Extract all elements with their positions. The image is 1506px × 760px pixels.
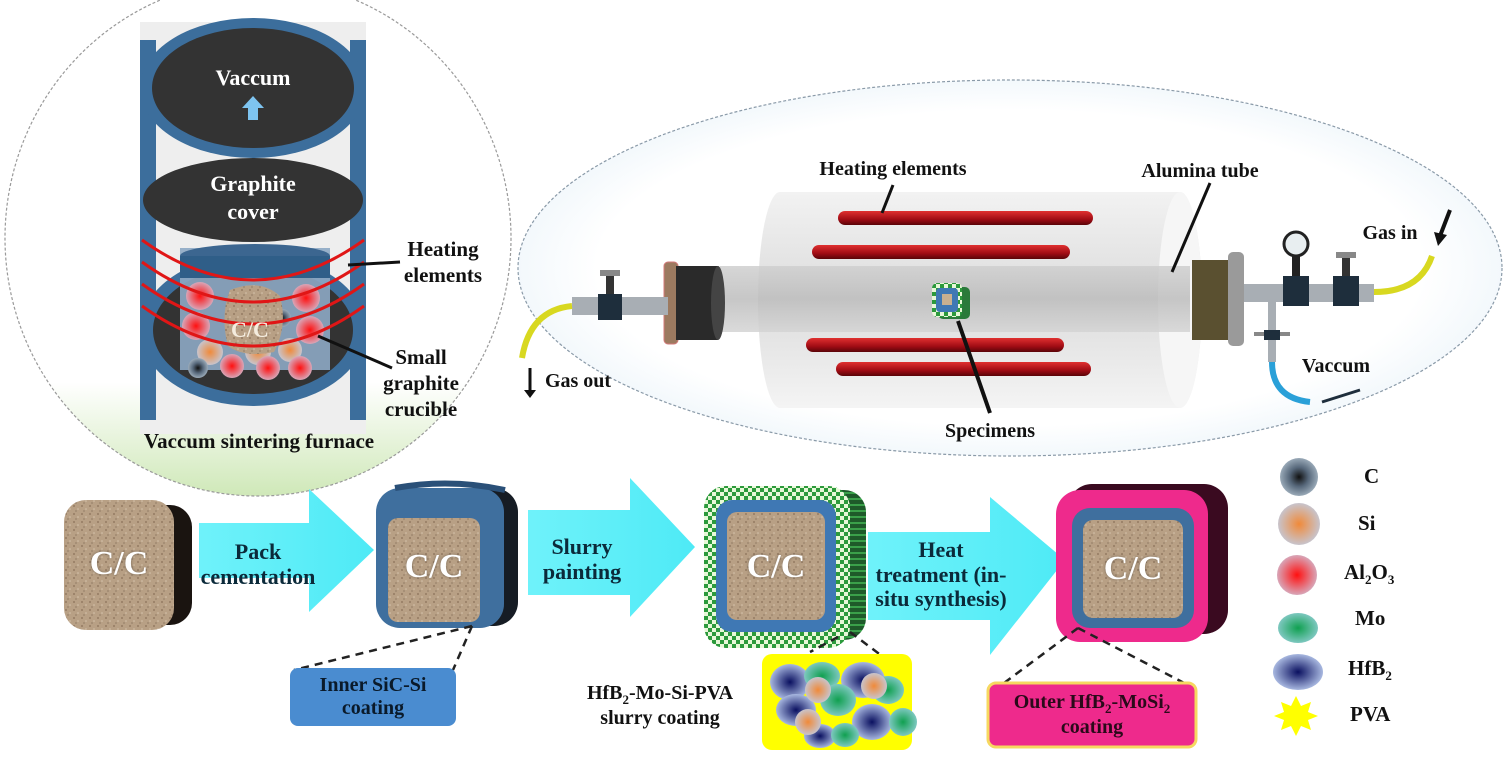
outer-coating-line1: Outer HfB2-MoSi2	[1013, 690, 1171, 716]
legend-label-c: C	[1364, 464, 1380, 488]
alumina-tube-leader	[1170, 182, 1212, 273]
vacuum-hose	[1269, 361, 1311, 405]
step-3-line1: Heat	[918, 537, 964, 562]
step-2-line2: painting	[542, 558, 622, 584]
specimen-inner-coating	[376, 480, 518, 628]
tube-furnace-panel	[517, 79, 1503, 457]
heating-elements-leader	[880, 184, 895, 214]
slurry-coating-line1: HfB2-Mo-Si-PVA	[586, 681, 734, 707]
heating-elements-leader-line	[347, 260, 401, 267]
process-arrows	[199, 478, 1065, 655]
legend-item-al2o3: Al2O3	[1344, 560, 1394, 588]
gas-out-label: Gas out	[544, 370, 612, 392]
vacuum-up-arrow-icon	[242, 96, 264, 120]
legend-item-mo: Mo	[1355, 606, 1385, 631]
furnace-heating-elements-label-line2: elements	[403, 263, 483, 287]
specimens-leader	[956, 320, 992, 414]
gas-out-valve	[598, 294, 622, 320]
specimens-label: Specimens	[945, 420, 1035, 442]
inner-coating-line1: Inner SiC-Si	[319, 674, 427, 696]
alumina-tube-label: Alumina tube	[1141, 160, 1259, 182]
gas-out-arrow-icon	[524, 390, 536, 398]
crucible-cc-label: C/C	[231, 317, 269, 342]
slurry-coating-callout: HfB2-Mo-Si-PVA slurry coating	[560, 676, 760, 736]
arrow-slurry-painting	[528, 478, 695, 617]
legend-marker-si	[1278, 503, 1320, 545]
legend-item-hfb2: HfB2	[1348, 656, 1392, 684]
step-slurry-painting-label: Slurry painting	[530, 534, 634, 584]
legend-marker-al2o3	[1277, 555, 1317, 595]
step-heat-treatment-label: Heat treatment (in- situ synthesis)	[866, 537, 1016, 612]
step-pack-cementation-label: Pack cementation	[200, 539, 316, 589]
outer-coating-callout-box	[986, 681, 1198, 749]
step-3-line2: treatment (in-	[875, 561, 1007, 587]
vacuum-furnace-panel	[4, 0, 512, 497]
gas-in-valve	[1333, 276, 1359, 306]
slurry-coating-line2: slurry coating	[600, 707, 720, 730]
vacuum-arrow-icon	[1321, 388, 1361, 404]
furnace-heating-elements-label-line1: Heating	[407, 237, 479, 261]
arrow-heat-treatment	[868, 497, 1065, 655]
graphite-cover-label-line2: cover	[227, 199, 279, 224]
furnace-top	[152, 28, 354, 148]
right-flange	[1192, 260, 1230, 340]
step-1-line1: Pack	[234, 539, 282, 564]
arrow-pack-cementation	[199, 489, 374, 612]
legend-marker-pva-star-icon	[1274, 696, 1318, 736]
specimen-4-label: C/C	[1103, 550, 1163, 587]
step-3-line3: situ synthesis)	[875, 586, 1007, 612]
legend-item-c: C	[1364, 464, 1379, 489]
furnace-vacuum-label: Vaccum	[215, 65, 291, 90]
crucible-label-line3: crucible	[384, 397, 458, 421]
tube-heating-rods	[806, 211, 1093, 376]
graphite-cover	[143, 158, 363, 242]
legend-label-mo: Mo	[1355, 606, 1386, 630]
furnace-title: Vaccum sintering furnace	[143, 429, 375, 453]
legend-label-hfb2: HfB2	[1348, 656, 1392, 684]
crucible-leader-line	[317, 334, 393, 370]
specimen-slurry-coated	[704, 486, 866, 648]
gas-in-arrow-icon	[1434, 232, 1447, 246]
inner-coating-line2: coating	[341, 697, 405, 719]
tube-specimen-cube	[932, 283, 970, 319]
gas-in-hose	[1373, 254, 1435, 295]
crucible-label-line2: graphite	[383, 371, 459, 395]
graphite-cover-label-line1: Graphite	[210, 171, 296, 196]
legend-item-si: Si	[1358, 511, 1376, 536]
specimen-outer-coating	[1056, 484, 1228, 642]
legend-label-al2o3: Al2O3	[1344, 560, 1395, 588]
gas-out-hose	[519, 303, 573, 359]
inner-coating-callout-box	[290, 668, 456, 726]
step-2-line1: Slurry	[551, 534, 613, 559]
specimen-2-label: C/C	[404, 548, 464, 585]
legend-marker-c	[1280, 458, 1318, 496]
legend-marker-hfb2	[1273, 654, 1323, 690]
specimen-3-label: C/C	[746, 548, 806, 585]
crucible-label-line1: Small	[395, 345, 447, 369]
legend-label-si: Si	[1358, 511, 1376, 535]
pressure-gauge-icon	[1282, 230, 1310, 258]
tube-heating-elements-label: Heating elements	[819, 158, 967, 180]
legend-markers	[1273, 458, 1323, 736]
legend-label-pva: PVA	[1350, 702, 1391, 726]
inner-coating-callout: Inner SiC-Si coating	[290, 668, 456, 726]
legend-item-pva: PVA	[1350, 702, 1390, 727]
outer-coating-line2: coating	[1060, 716, 1124, 739]
tube-vacuum-label: Vaccum	[1301, 355, 1371, 377]
specimen-1-label: C/C	[89, 545, 149, 582]
legend-marker-mo	[1278, 613, 1318, 643]
gas-in-label: Gas in	[1362, 222, 1418, 244]
slurry-particles	[770, 662, 917, 748]
callout-lines	[293, 624, 1191, 688]
gauge-valve	[1283, 276, 1309, 306]
specimen-bare-cc	[64, 500, 192, 630]
outer-coating-callout: Outer HfB2-MoSi2 coating	[988, 683, 1196, 747]
step-1-line2: cementation	[200, 563, 316, 589]
furnace-heating-coils	[141, 238, 365, 348]
